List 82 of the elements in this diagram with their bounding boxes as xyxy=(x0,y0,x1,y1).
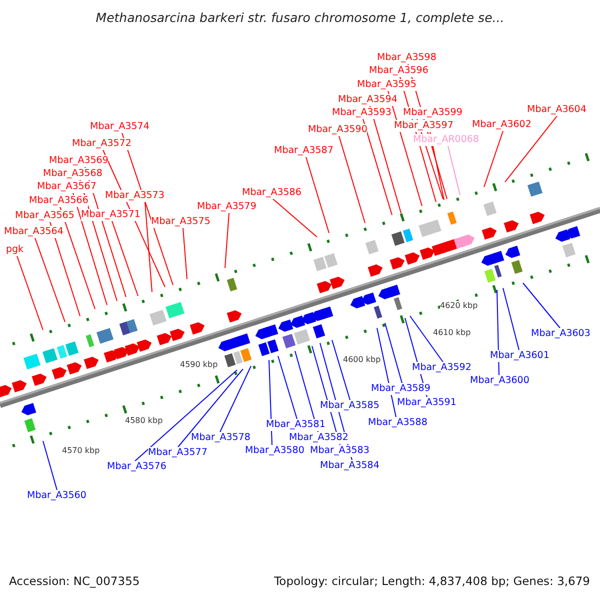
leader-line xyxy=(72,192,108,306)
gene-label: Mbar_A3601 xyxy=(490,350,550,362)
gene-label: Mbar_A3591 xyxy=(397,397,456,409)
gene-label: Mbar_A3560 xyxy=(27,490,86,502)
scale-label: 4600 kbp xyxy=(343,355,381,365)
leader-line xyxy=(522,282,560,328)
footer-text: Accession: NC_007355 xyxy=(9,574,140,588)
gene-label: Mbar_A3568 xyxy=(43,168,102,180)
leader-line xyxy=(42,440,58,490)
gene-label: Mbar_A3582 xyxy=(289,432,348,444)
leader-line xyxy=(504,116,558,182)
leader-line xyxy=(182,228,188,280)
leader-line xyxy=(134,370,238,462)
gene-label: Mbar_A3580 xyxy=(245,445,304,457)
leader-line xyxy=(16,256,44,330)
gene-label: Mbar_A3589 xyxy=(371,383,430,395)
leader-line xyxy=(220,366,252,432)
gene-label: Mbar_A3579 xyxy=(197,201,256,213)
leader-line xyxy=(362,118,392,216)
leader-line xyxy=(410,316,444,362)
leader-line xyxy=(268,360,272,446)
leader-line xyxy=(144,202,152,292)
scale-label: 4610 kbp xyxy=(433,328,471,338)
gene-label: pgk xyxy=(6,244,24,256)
gene-label: Mbar_A3567 xyxy=(37,181,96,193)
gene-label: Mbar_A3578 xyxy=(191,432,250,444)
leader-line xyxy=(332,340,350,400)
gene-label: Mbar_A3595 xyxy=(357,79,416,91)
leader-line xyxy=(34,238,66,322)
gene-label: Mbar_A3593 xyxy=(332,107,392,119)
leader-line xyxy=(224,212,230,268)
gene-label: Mbar_A3581 xyxy=(266,419,326,431)
leader-line xyxy=(376,328,396,418)
leader-line xyxy=(272,198,318,238)
leader-line xyxy=(60,206,96,310)
gene-label: Mbar_A3587 xyxy=(274,145,334,157)
gene-label: Mbar_A3566 xyxy=(29,195,88,207)
gene-label: Mbar_A3600 xyxy=(470,375,530,387)
gene-label: Mbar_A3569 xyxy=(49,155,108,167)
gene-label: Mbar_A3565 xyxy=(15,210,74,222)
gene-label: Mbar_A3592 xyxy=(412,362,472,374)
leader-line xyxy=(306,156,330,234)
leader-line xyxy=(178,368,244,448)
gene-label: Mbar_A3573 xyxy=(105,190,164,202)
gene-label: Mbar_A3564 xyxy=(4,226,64,238)
gene-label: Mbar_A3583 xyxy=(310,445,370,457)
gene-label: Mbar_A3596 xyxy=(369,65,428,77)
leader-line xyxy=(338,136,366,224)
gene-label: Mbar_A3584 xyxy=(320,460,380,472)
leader-line xyxy=(502,288,520,350)
leader-line xyxy=(50,222,80,316)
gene-label: Mbar_A3599 xyxy=(403,107,462,119)
gene-label: Mbar_A3603 xyxy=(531,328,590,340)
gene-label: Mbar_A3598 xyxy=(377,52,436,64)
gene-label: Mbar_AR0068 xyxy=(413,134,479,146)
leader-line xyxy=(448,146,460,196)
gene-label: Mbar_A3576 xyxy=(107,461,166,473)
footer-text: Topology: circular; Length: 4,837,408 bp; Genes: 3,679 xyxy=(274,574,590,588)
map-title: Methanosarcina barkeri str. fusaro chromosome 1, complete se... xyxy=(94,10,506,25)
leader-line xyxy=(384,322,402,384)
gene-label: Mbar_A3594 xyxy=(338,94,398,106)
scale-label: 4590 kbp xyxy=(180,360,218,370)
gene-label: Mbar_A3602 xyxy=(472,119,532,131)
scale-label: 4580 kbp xyxy=(125,416,163,426)
gene-label: Mbar_A3586 xyxy=(242,187,302,199)
gene-label: Mbar_A3585 xyxy=(320,400,380,412)
gene-label: Mbar_A3572 xyxy=(72,138,132,150)
gene-label: Mbar_A3604 xyxy=(527,104,586,116)
gene-label: Mbar_A3574 xyxy=(90,121,150,133)
gene-label: Mbar_A3588 xyxy=(368,417,428,429)
leader-line xyxy=(484,130,504,188)
gene-label: Mbar_A3597 xyxy=(394,120,454,132)
leader-line xyxy=(370,106,402,214)
leader-line xyxy=(496,290,500,376)
leader-line xyxy=(278,356,298,420)
gene-label: Mbar_A3571 xyxy=(81,209,140,221)
gene-label: Mbar_A3575 xyxy=(151,216,210,228)
gene-label: Mbar_A3577 xyxy=(148,447,208,459)
gene-label: Mbar_A3590 xyxy=(308,124,368,136)
scale-label: 4570 kbp xyxy=(62,446,100,456)
scale-label: 4620 kbp xyxy=(440,301,478,311)
leader-line xyxy=(112,220,138,296)
